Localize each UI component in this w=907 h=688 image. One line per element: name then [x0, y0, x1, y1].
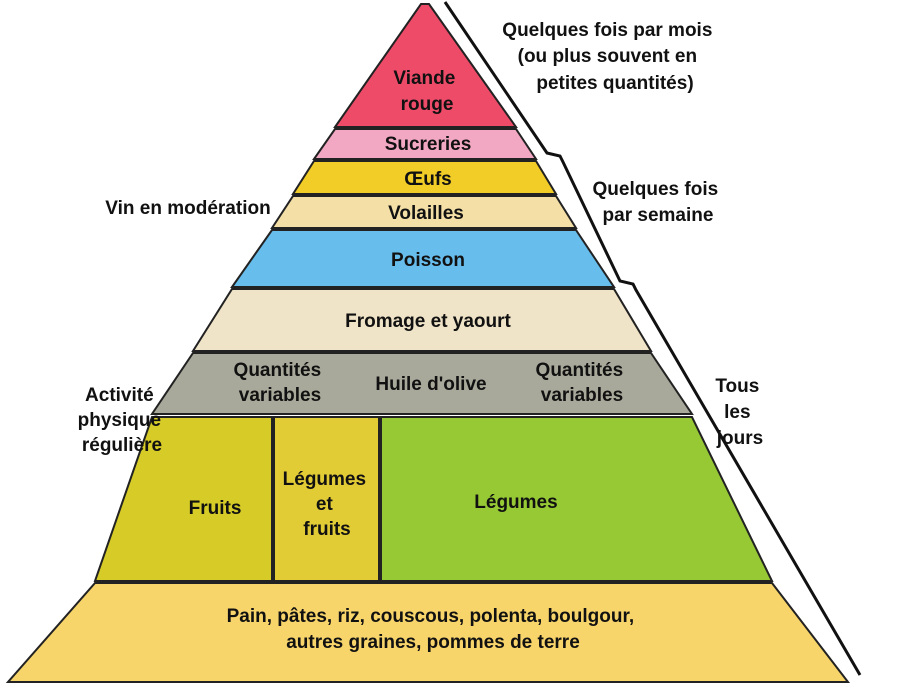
label-frequence-jours: Tous les jours	[715, 376, 764, 449]
label-cereales-base: Pain, pâtes, riz, couscous, polenta, bou…	[227, 606, 640, 653]
tier-legumes-et-fruits	[273, 416, 380, 582]
label-poisson: Poisson	[391, 250, 465, 271]
label-activite-physique: Activité physique régulière	[78, 385, 167, 456]
label-frequence-mois: Quelques fois par mois (ou plus souvent …	[502, 20, 717, 94]
label-legumes-et-fruits: Légumes et fruits	[283, 469, 372, 540]
label-viande-rouge: Viande rouge	[393, 68, 460, 115]
frequency-bracket-line	[443, 1, 862, 676]
tier-sucreries	[312, 128, 538, 160]
label-frequence-semaine: Quelques fois par semaine	[593, 179, 724, 226]
tier-oeufs	[291, 160, 558, 195]
label-volailles: Volailles	[388, 203, 464, 224]
tier-fromage-yaourt	[191, 288, 653, 352]
label-sucreries: Sucreries	[385, 134, 472, 155]
tier-huile-olive	[150, 352, 694, 415]
label-fromage-yaourt: Fromage et yaourt	[345, 311, 511, 332]
label-oeufs: Œufs	[404, 169, 452, 190]
tier-volailles	[270, 195, 578, 229]
label-fruits: Fruits	[189, 498, 242, 519]
label-quantites-variables-left: Quantités variables	[234, 360, 327, 406]
tier-legumes	[380, 416, 774, 582]
label-quantites-variables-right: Quantités variables	[536, 360, 629, 406]
tier-cereales-base	[5, 582, 851, 683]
tier-fruits	[93, 416, 273, 582]
label-huile-olive: Huile d'olive	[375, 374, 486, 395]
label-legumes: Légumes	[474, 492, 557, 513]
label-vin-moderation: Vin en modération	[105, 198, 270, 219]
tier-viande-rouge	[333, 3, 518, 128]
tier-poisson	[230, 229, 616, 288]
